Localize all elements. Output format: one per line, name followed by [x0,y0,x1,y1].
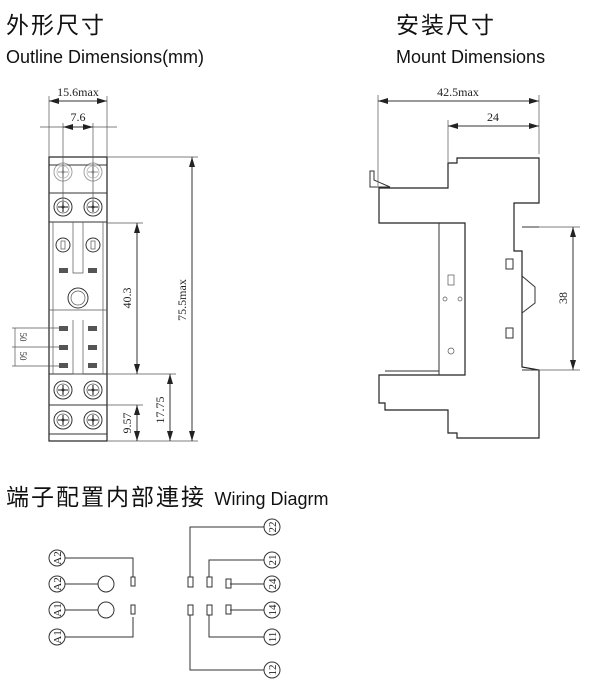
dim-pin-pitch: 7.6 [71,110,86,124]
terminal-label: 14 [267,604,279,616]
dim-rail-height: 38 [556,292,570,304]
outline-front-view: 15.6max 7.6 75.5max 40.3 17.75 9.57 50 5… [12,85,198,442]
terminal-label: 24 [267,578,279,590]
terminal-label: A2 [52,577,64,590]
terminal-label: 22 [267,522,279,533]
dim-depth-max: 42.5max [437,85,479,99]
wiring-title-en: Wiring Diagrm [214,489,329,509]
coil-icon [97,575,115,593]
dim-pin-a: 50 [18,333,28,343]
outline-title-en: Outline Dimensions(mm) [6,47,205,67]
dim-pin-b: 50 [18,352,28,362]
dim-lower: 17.75 [153,397,167,424]
terminal-label: A1 [52,603,64,616]
dim-bottom: 9.57 [120,413,134,434]
wiring-title-cn: 端子配置内部連接 [6,485,206,511]
terminal-label: A1 [52,630,64,643]
terminal-label: 21 [267,555,279,566]
mount-title-cn: 安装尺寸 [396,13,496,39]
terminal-label: 12 [267,665,279,676]
dim-width-max: 15.6max [57,85,99,99]
terminal-label: A2 [52,551,64,564]
mount-side-view: 42.5max 24 38 [369,85,580,439]
terminal-label: 11 [267,632,279,643]
outline-title-cn: 外形尺寸 [6,13,106,39]
dim-height-max: 75.5max [175,279,189,321]
wiring-title: 端子配置内部連接 Wiring Diagrm [6,478,328,512]
wiring-diagram: A2 A2 A1 A1 22 21 24 14 11 12 [48,518,281,679]
mount-title-en: Mount Dimensions [396,47,546,67]
dim-rail-offset: 24 [487,110,499,124]
dim-mid: 40.3 [120,288,134,309]
